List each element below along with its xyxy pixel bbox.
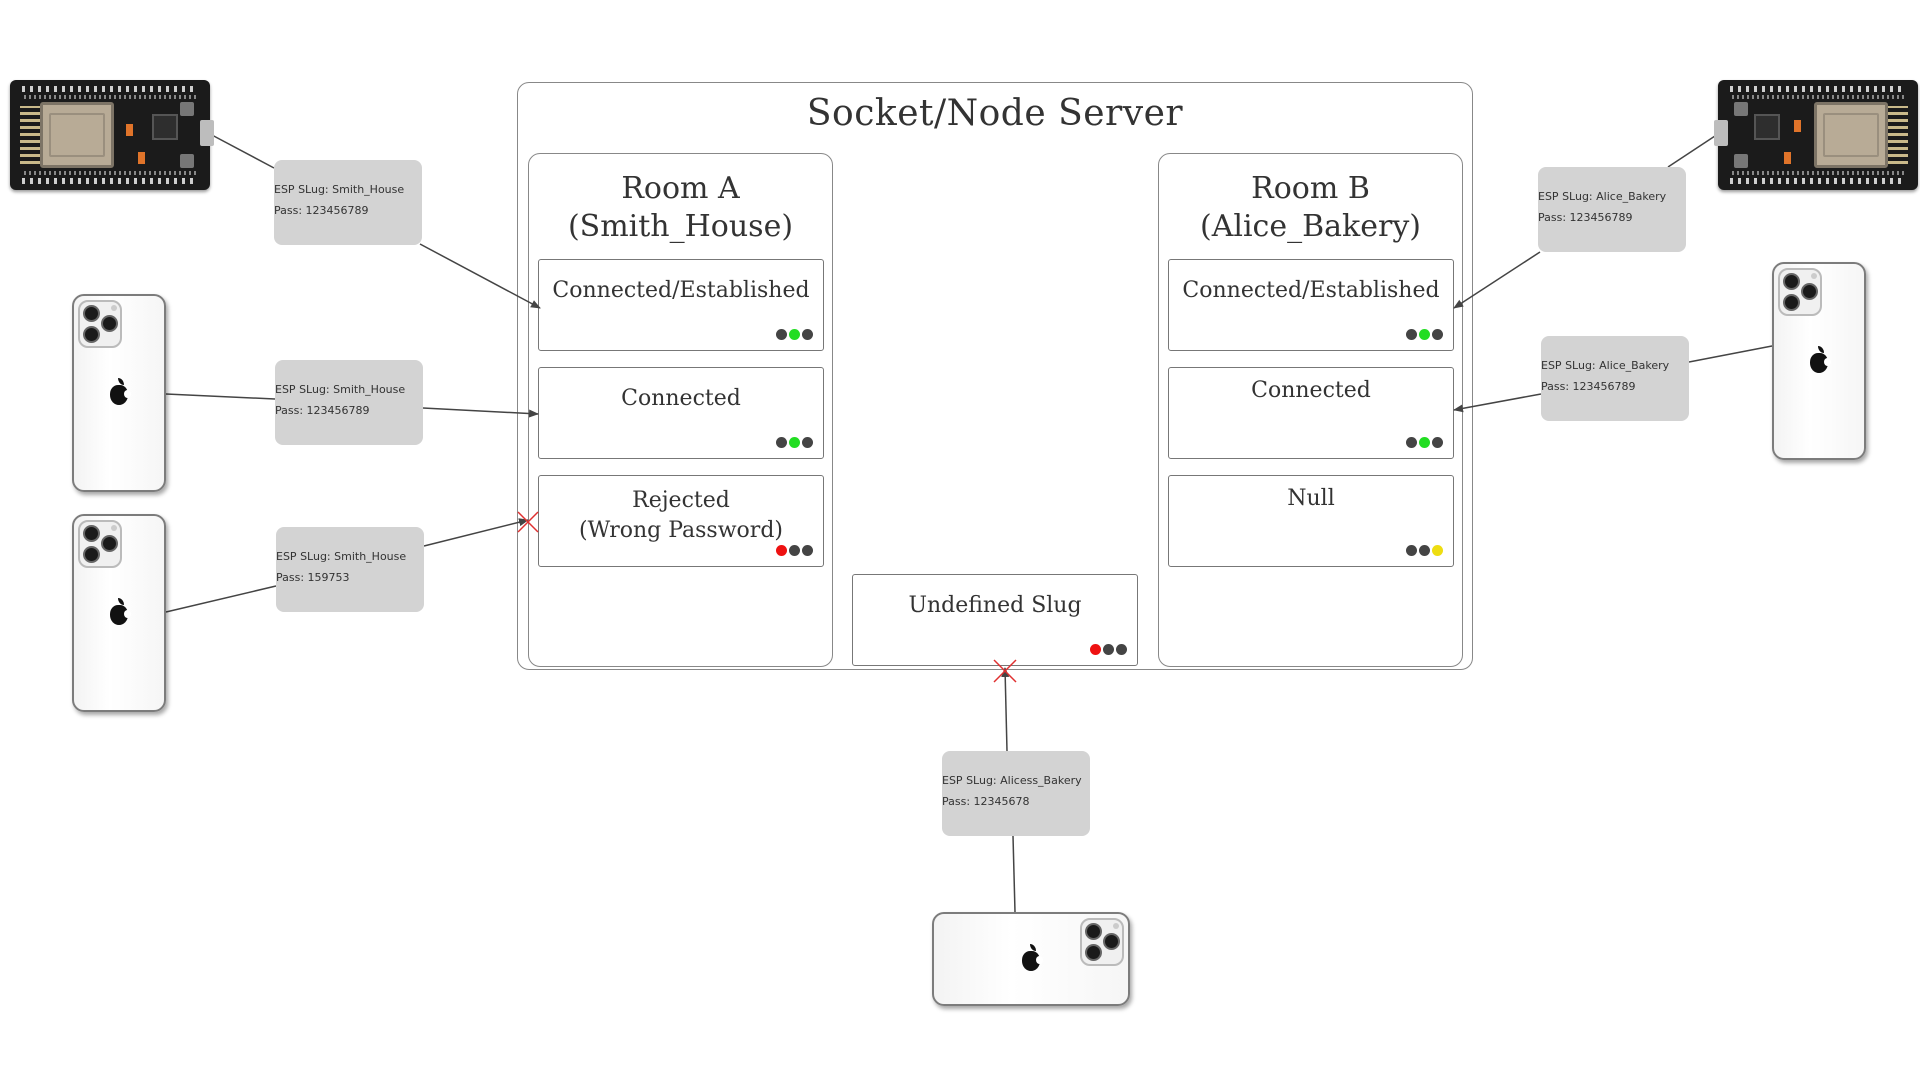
card-label: Connected bbox=[621, 386, 741, 411]
credential-pass: Pass: 159753 bbox=[276, 571, 350, 584]
apple-logo-icon bbox=[110, 598, 131, 625]
connector-line bbox=[1688, 345, 1773, 363]
room-b-card-established: Connected/Established bbox=[1168, 259, 1454, 351]
undefined-slug-card: Undefined Slug bbox=[852, 574, 1138, 666]
room-a-title: Room A (Smith_House) bbox=[529, 170, 832, 246]
credential-pass: Pass: 123456789 bbox=[275, 404, 370, 417]
connector-line bbox=[165, 585, 277, 613]
status-dot bbox=[1406, 545, 1417, 556]
esp32-board-icon bbox=[10, 80, 214, 190]
status-dot bbox=[789, 329, 800, 340]
credential-pass: Pass: 123456789 bbox=[1541, 380, 1636, 393]
status-dot bbox=[1406, 329, 1417, 340]
card-label: Null bbox=[1287, 486, 1335, 511]
card-label-line: (Wrong Password) bbox=[579, 518, 783, 543]
credential-box-phone-alicess: ESP SLug: Alicess_Bakery Pass: 12345678 bbox=[942, 751, 1090, 836]
status-dot bbox=[776, 329, 787, 340]
room-b-title-slug: (Alice_Bakery) bbox=[1200, 209, 1421, 244]
room-b: Room B (Alice_Bakery) Connected/Establis… bbox=[1158, 153, 1463, 667]
status-dot bbox=[1432, 329, 1443, 340]
room-a-title-name: Room A bbox=[621, 171, 740, 206]
card-label: Connected/Established bbox=[552, 278, 810, 303]
credential-slug: ESP SLug: Alice_Bakery bbox=[1538, 190, 1667, 203]
status-dot bbox=[776, 437, 787, 448]
iphone-icon bbox=[72, 294, 166, 492]
apple-logo-icon bbox=[1022, 944, 1043, 971]
iphone-icon bbox=[1772, 262, 1866, 460]
connector-arrow bbox=[1001, 667, 1010, 752]
connector-line bbox=[1012, 835, 1016, 913]
status-dot bbox=[789, 545, 800, 556]
room-b-card-null: Null bbox=[1168, 475, 1454, 567]
status-dot bbox=[1419, 329, 1430, 340]
credential-box-phone-smith-1: ESP SLug: Smith_House Pass: 123456789 bbox=[275, 360, 423, 445]
status-dot bbox=[1090, 644, 1101, 655]
credential-slug: ESP SLug: Alice_Bakery bbox=[1541, 359, 1670, 372]
iphone-icon bbox=[932, 912, 1130, 1006]
card-label: Rejected (Wrong Password) bbox=[539, 486, 823, 546]
status-dots bbox=[1090, 644, 1127, 655]
room-a-card-rejected: Rejected (Wrong Password) bbox=[538, 475, 824, 567]
connector-line bbox=[165, 393, 276, 400]
socket-node-server: Socket/Node Server Room A (Smith_House) … bbox=[517, 82, 1473, 670]
credential-box-phone-smith-2: ESP SLug: Smith_House Pass: 159753 bbox=[276, 527, 424, 612]
credential-box-esp-smith: ESP SLug: Smith_House Pass: 123456789 bbox=[274, 160, 422, 245]
status-dot bbox=[802, 437, 813, 448]
credential-slug: ESP SLug: Smith_House bbox=[276, 550, 407, 563]
room-a-title-slug: (Smith_House) bbox=[567, 209, 794, 244]
status-dot bbox=[1406, 437, 1417, 448]
apple-logo-icon bbox=[110, 378, 131, 405]
status-dot bbox=[1432, 437, 1443, 448]
room-b-title-name: Room B bbox=[1251, 171, 1370, 206]
status-dot bbox=[1432, 545, 1443, 556]
credential-pass: Pass: 123456789 bbox=[274, 204, 369, 217]
credential-pass: Pass: 123456789 bbox=[1538, 211, 1633, 224]
room-a: Room A (Smith_House) Connected/Establish… bbox=[528, 153, 833, 667]
room-b-card-connected: Connected bbox=[1168, 367, 1454, 459]
credential-slug: ESP SLug: Alicess_Bakery bbox=[942, 774, 1082, 787]
esp32-board-icon bbox=[1714, 80, 1918, 190]
status-dot bbox=[1419, 545, 1430, 556]
status-dot bbox=[1116, 644, 1127, 655]
credential-slug: ESP SLug: Smith_House bbox=[274, 183, 405, 196]
status-dot bbox=[776, 545, 787, 556]
connector-arrow bbox=[423, 518, 529, 547]
card-label: Undefined Slug bbox=[908, 593, 1082, 618]
connector-line bbox=[1667, 133, 1719, 168]
status-dot bbox=[1103, 644, 1114, 655]
room-a-card-established: Connected/Established bbox=[538, 259, 824, 351]
status-dots bbox=[776, 437, 813, 448]
status-dots bbox=[1406, 437, 1443, 448]
status-dot bbox=[789, 437, 800, 448]
credential-box-esp-alice: ESP SLug: Alice_Bakery Pass: 123456789 bbox=[1538, 167, 1686, 252]
apple-logo-icon bbox=[1810, 346, 1831, 373]
status-dot bbox=[1419, 437, 1430, 448]
status-dots bbox=[776, 329, 813, 340]
status-dots bbox=[776, 545, 813, 556]
status-dot bbox=[802, 329, 813, 340]
room-b-title: Room B (Alice_Bakery) bbox=[1159, 170, 1462, 246]
iphone-icon bbox=[72, 514, 166, 712]
connector-line bbox=[209, 133, 275, 169]
card-label: Connected/Established bbox=[1182, 278, 1440, 303]
server-title: Socket/Node Server bbox=[806, 93, 1184, 134]
status-dots bbox=[1406, 329, 1443, 340]
room-a-card-connected: Connected bbox=[538, 367, 824, 459]
status-dot bbox=[802, 545, 813, 556]
card-label-line: Rejected bbox=[632, 488, 730, 513]
credential-box-phone-alice: ESP SLug: Alice_Bakery Pass: 123456789 bbox=[1541, 336, 1689, 421]
card-label: Connected bbox=[1251, 378, 1371, 403]
credential-pass: Pass: 12345678 bbox=[942, 795, 1030, 808]
status-dots bbox=[1406, 545, 1443, 556]
credential-slug: ESP SLug: Smith_House bbox=[275, 383, 406, 396]
